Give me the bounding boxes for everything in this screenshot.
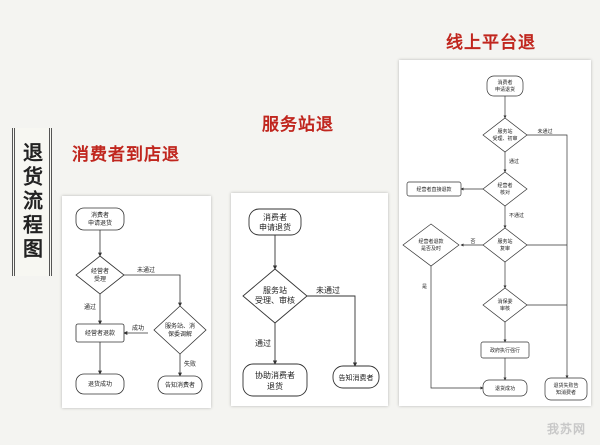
store-accept-text: 经营者受理 (91, 267, 109, 283)
service-assist-text: 协助消费者退货 (255, 370, 295, 391)
watermark-logo: 我苏网 (546, 422, 586, 436)
service-notify-node (332, 365, 380, 389)
online-refund-check-node (402, 223, 460, 267)
online-platform-node (482, 227, 528, 263)
online-success-node (482, 379, 528, 397)
store-apply-text: 消费者申请退货 (88, 211, 112, 227)
online-refund-node (406, 181, 462, 197)
online-accept-text: 服务站受理、初审 (492, 128, 517, 142)
online-platform-text: 服务站复审 (497, 238, 512, 252)
service-assist-node (242, 363, 308, 397)
online-notify-text: 退货失败告知消费者 (553, 382, 578, 396)
store-notify-text: 告知消费者 (165, 381, 195, 389)
heading-service: 服务站退 (262, 115, 334, 135)
service-review-node (242, 268, 308, 324)
online-enforce-text: 政府执行强行 (490, 347, 520, 354)
online-refund-text: 经营者直接退款 (416, 186, 451, 193)
online-notpass-label: 不通过 (509, 212, 524, 219)
store-panel: 消费者申请退货 经营者受理 未通过 通过 经营者退款 服务站、消保委调解 成功 … (62, 196, 211, 408)
store-mediate-text: 服务站、消保委调解 (165, 322, 195, 338)
service-panel: 消费者申请退货 服务站受理、审核 未通过 通过 协助消费者退货 告知消费者 (231, 193, 388, 406)
store-fail-label: 未通过 (137, 266, 155, 274)
online-apply-node (486, 75, 524, 97)
online-flowchart: 消费者申请退货 服务站受理、初审 未通过 通过 经营者核对 不通过 经营者直接退… (402, 75, 588, 401)
store-pass-label: 通过 (84, 303, 96, 311)
store-done-node (75, 373, 125, 395)
sidebar-title: 退货流程图 (19, 142, 44, 262)
store-flowchart: 消费者申请退货 经营者受理 未通过 通过 经营者退款 服务站、消保委调解 成功 … (75, 207, 207, 395)
online-no-label: 否 (470, 239, 475, 245)
online-notify-node (544, 377, 588, 401)
online-refund-check-text: 经营者退款是否及时 (418, 238, 443, 252)
service-apply-node (248, 208, 302, 236)
online-operator-text: 经营者核对 (497, 182, 512, 196)
service-pass-label: 通过 (255, 338, 271, 348)
heading-store: 消费者到店退 (72, 145, 180, 165)
service-fail-label: 未通过 (316, 285, 340, 295)
online-enforce-node (480, 341, 530, 359)
store-refund-node (75, 323, 125, 343)
service-apply-text: 消费者申请退货 (259, 212, 291, 232)
online-fail-label: 未通过 (537, 128, 552, 135)
store-accept-node (75, 255, 125, 295)
online-operator-node (482, 171, 528, 207)
service-notify-text: 告知消费者 (339, 373, 374, 382)
store-success-label: 成功 (132, 324, 144, 332)
online-apply-text: 消费者申请退货 (495, 79, 515, 93)
service-review-text: 服务站受理、审核 (255, 285, 295, 305)
online-success-text: 退货成功 (495, 385, 515, 392)
store-apply-node (75, 207, 125, 231)
online-accept-node (482, 117, 528, 153)
store-done-text: 退货成功 (88, 380, 112, 388)
store-notify-node (157, 375, 203, 395)
store-refund-text: 经营者退款 (85, 329, 115, 337)
store-mediate-node (153, 305, 207, 355)
heading-online: 线上平台退 (446, 33, 536, 53)
service-flowchart: 消费者申请退货 服务站受理、审核 未通过 通过 协助消费者退货 告知消费者 (242, 208, 380, 397)
online-panel: 消费者申请退货 服务站受理、初审 未通过 通过 经营者核对 不通过 经营者直接退… (399, 60, 591, 406)
store-failed-label: 失败 (184, 360, 196, 368)
sidebar-title-box: 退货流程图 (12, 128, 52, 276)
online-consumer-check-text: 消保委审核 (497, 298, 512, 312)
online-consumer-check-node (482, 287, 528, 323)
online-pass-label: 通过 (509, 158, 519, 165)
online-yes-label: 是 (422, 284, 427, 290)
